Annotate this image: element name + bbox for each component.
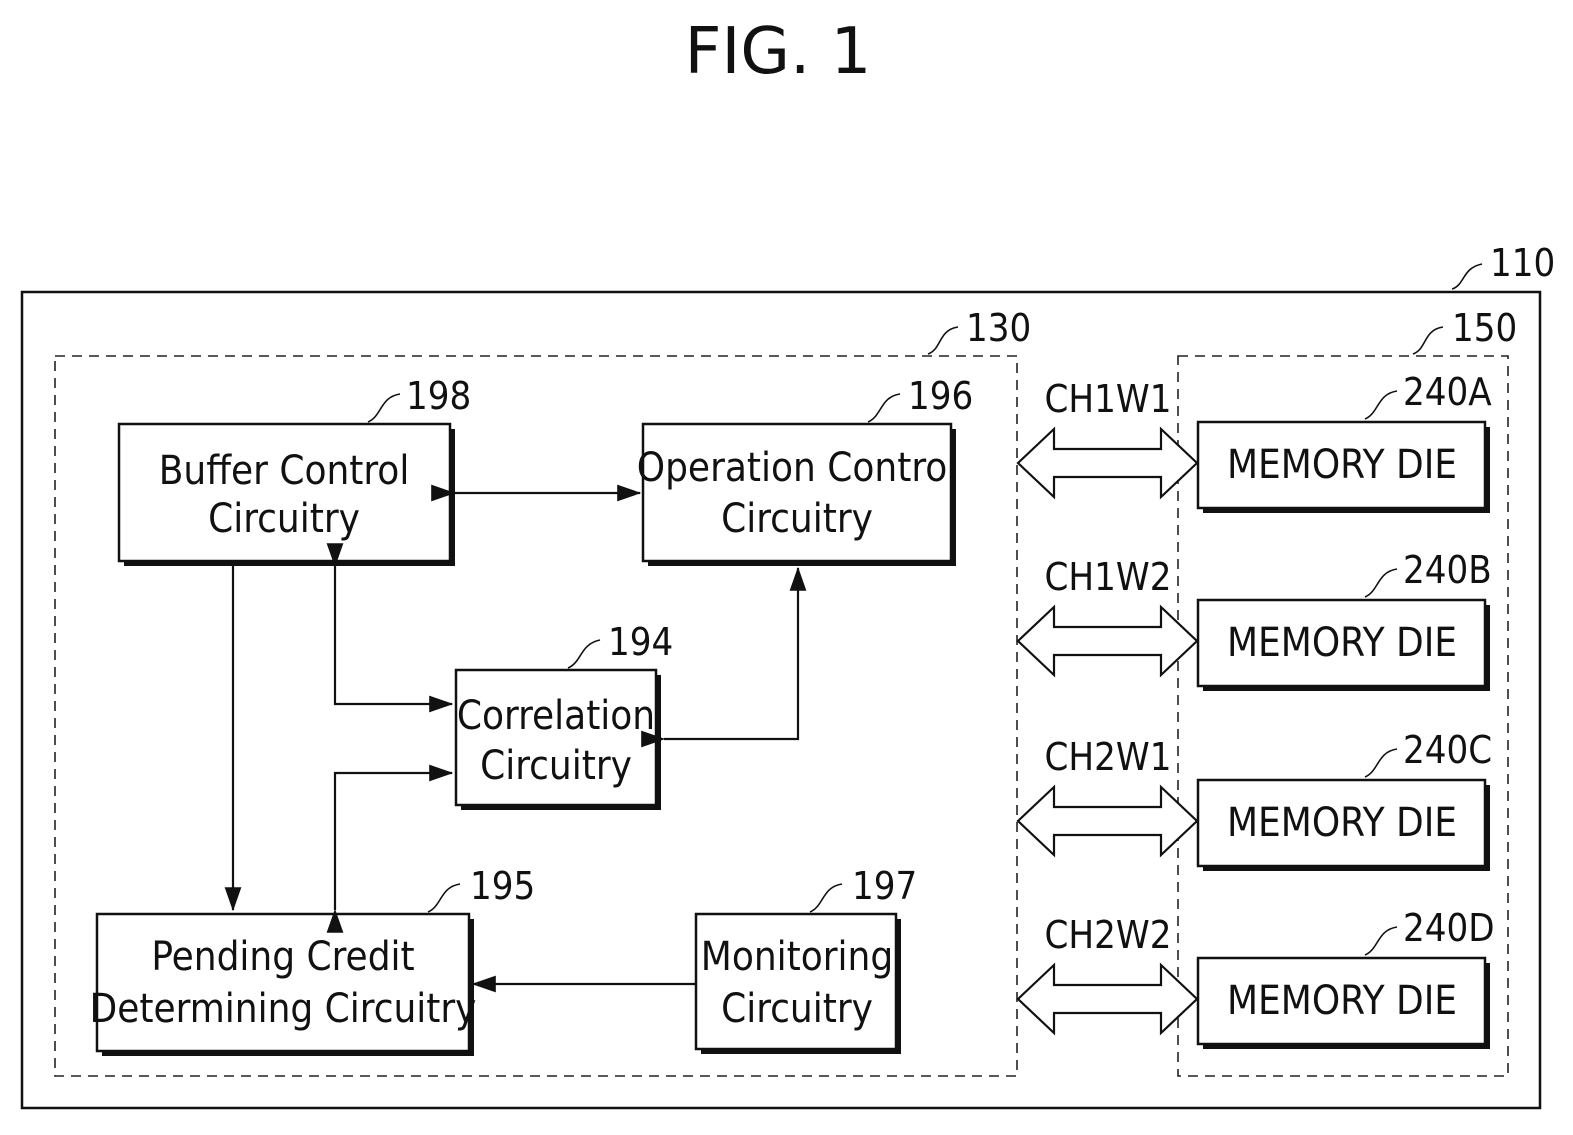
channel-label: CH2W2 [1045, 913, 1172, 957]
channel-label: CH2W1 [1045, 735, 1172, 779]
pending-credit-leader [428, 884, 460, 912]
buffer-control-line-2: Circuitry [208, 496, 360, 542]
memory-die-row: MEMORY DIE CH1W2 240B [1018, 548, 1492, 691]
memory-die-ref: 240B [1403, 548, 1492, 592]
memory-die-leader [1365, 569, 1397, 597]
correlation-line-1: Correlation [457, 693, 655, 739]
buffer-control-leader [368, 394, 400, 422]
monitoring-ref: 197 [852, 864, 917, 908]
pending-credit-line-2: Determining Circuitry [90, 986, 477, 1032]
memory-die-label: MEMORY DIE [1227, 620, 1457, 666]
correlation-operation-connector [664, 568, 798, 739]
memory-die-leader [1365, 927, 1397, 955]
channel-arrow [1018, 429, 1197, 497]
memory-die-leader [1365, 749, 1397, 777]
channel-arrow [1018, 607, 1197, 675]
operation-control-ref: 196 [908, 374, 973, 418]
monitoring-line-1: Monitoring [701, 934, 893, 980]
memory-die-label: MEMORY DIE [1227, 800, 1457, 846]
channel-label: CH1W1 [1045, 377, 1172, 421]
correlation-leader [568, 640, 600, 668]
memory-die-ref: 240C [1403, 728, 1492, 772]
memory-die-label: MEMORY DIE [1227, 978, 1457, 1024]
memory-die-ref: 240D [1403, 906, 1495, 950]
buffer-control-line-1: Buffer Control [159, 448, 410, 494]
operation-control-leader [868, 394, 900, 422]
memory-die-ref: 240A [1403, 370, 1492, 414]
memory-die-leader [1365, 391, 1397, 419]
correlation-line-2: Circuitry [480, 743, 632, 789]
monitoring-block: Monitoring Circuitry [696, 914, 901, 1054]
memory-die-row: MEMORY DIE CH1W1 240A [1018, 370, 1492, 513]
pending-credit-block: Pending Credit Determining Circuitry [90, 914, 477, 1056]
controller-ref: 130 [966, 306, 1031, 350]
monitoring-leader [810, 884, 842, 912]
channel-arrow [1018, 787, 1197, 855]
buffer-control-ref: 198 [406, 374, 471, 418]
buffer-control-block: Buffer Control Circuitry [119, 424, 455, 566]
memory-die-label: MEMORY DIE [1227, 442, 1457, 488]
operation-control-line-1: Operation Control [637, 445, 958, 491]
pending-credit-line-1: Pending Credit [151, 934, 414, 980]
channel-label: CH1W2 [1045, 555, 1172, 599]
monitoring-line-2: Circuitry [721, 986, 873, 1032]
operation-control-block: Operation Control Circuitry [637, 424, 958, 566]
controller-leader [928, 327, 958, 354]
memory-device-leader [1413, 327, 1443, 354]
pending-correlation-connector [335, 773, 452, 910]
correlation-ref: 194 [608, 620, 673, 664]
pending-credit-ref: 195 [470, 864, 535, 908]
memory-die-column: MEMORY DIECH1W1240AMEMORY DIECH1W2240BME… [1018, 370, 1495, 1049]
correlation-block: Correlation Circuitry [456, 670, 661, 810]
memory-device-ref: 150 [1452, 306, 1517, 350]
channel-arrow [1018, 965, 1197, 1033]
operation-control-line-2: Circuitry [721, 496, 873, 542]
buffer-correlation-connector [335, 566, 452, 704]
memory-die-row: MEMORY DIE CH2W2 240D [1018, 906, 1495, 1049]
system-ref: 110 [1490, 241, 1555, 285]
figure-title: FIG. 1 [685, 15, 872, 89]
memory-die-row: MEMORY DIE CH2W1 240C [1018, 728, 1492, 871]
system-leader [1452, 264, 1482, 289]
